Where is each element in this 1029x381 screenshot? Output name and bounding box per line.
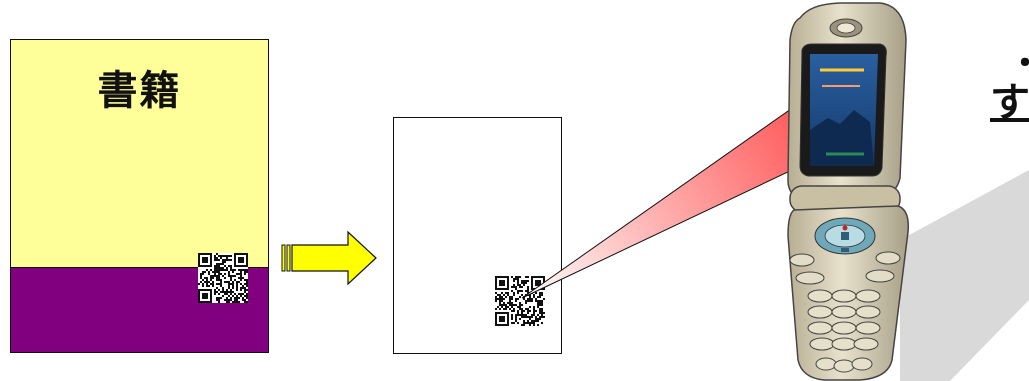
annotation-partial-text: す bbox=[990, 70, 1029, 130]
flip-phone-icon bbox=[780, 0, 1029, 381]
